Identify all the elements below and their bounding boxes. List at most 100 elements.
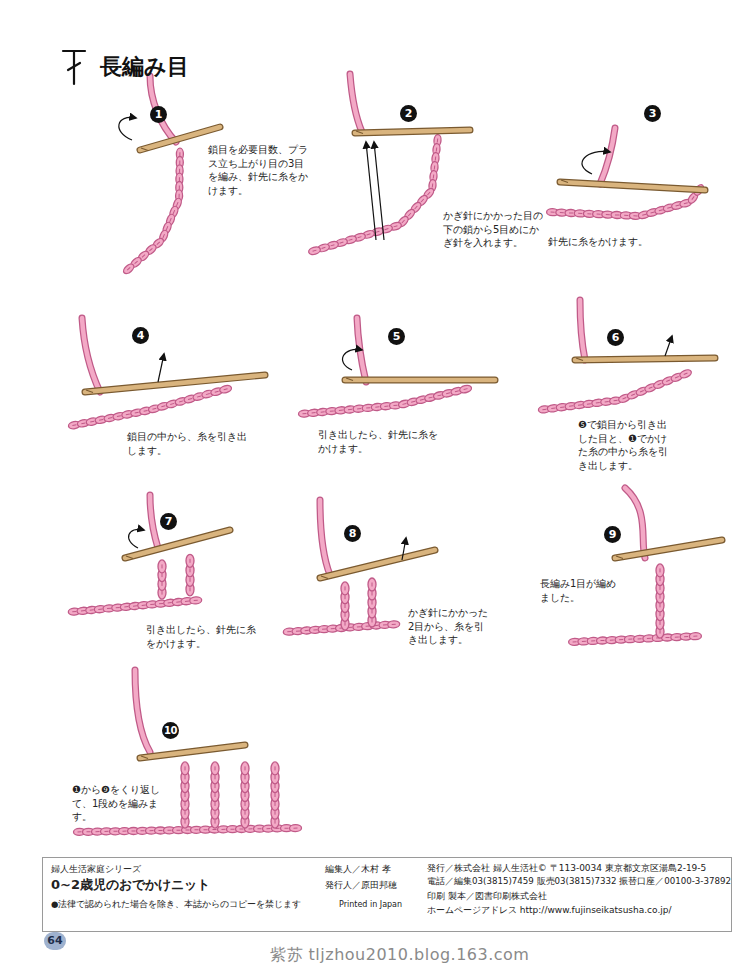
loop-hole bbox=[429, 397, 433, 399]
loop-hole bbox=[159, 603, 163, 604]
loop-hole bbox=[384, 406, 388, 407]
loop-hole bbox=[345, 622, 346, 626]
loop-hole bbox=[176, 601, 180, 602]
loop-hole bbox=[345, 586, 346, 590]
copyright-note: ●法律で認められた場合を除き、本誌からのコピーを禁じます bbox=[51, 899, 301, 911]
hook-throat bbox=[141, 756, 148, 759]
loop-hole bbox=[159, 830, 163, 831]
loop-hole bbox=[72, 424, 76, 426]
loop-hole bbox=[660, 630, 661, 634]
motion-arrow bbox=[402, 538, 406, 560]
loop-hole bbox=[638, 638, 642, 639]
loop-hole bbox=[651, 212, 655, 213]
chain-loop bbox=[368, 578, 376, 591]
chain-loop bbox=[387, 620, 399, 628]
loop-hole bbox=[166, 226, 168, 230]
loop-hole bbox=[435, 157, 436, 161]
loop-hole bbox=[99, 419, 103, 421]
loop-hole bbox=[215, 802, 216, 806]
loop-hole bbox=[578, 213, 582, 214]
loop-hole bbox=[385, 229, 389, 230]
loop-hole bbox=[437, 394, 441, 396]
loop-hole bbox=[614, 400, 618, 401]
phone-numbers: 電話／編集03(3815)7459 販売03(3815)7332 振替口座／00… bbox=[427, 876, 731, 888]
loop-hole bbox=[132, 830, 136, 831]
loop-hole bbox=[339, 410, 343, 411]
loop-hole bbox=[162, 573, 163, 577]
watermark: 紫苏 tljzhou2010.blog.163.com bbox=[270, 945, 529, 966]
loop-hole bbox=[375, 406, 379, 407]
loop-hole bbox=[294, 828, 298, 829]
chain-loop bbox=[459, 384, 472, 394]
loop-hole bbox=[141, 830, 145, 831]
publisher-credit: 発行人／原田邦穂 bbox=[325, 879, 397, 892]
callout-number: 2 bbox=[400, 105, 417, 122]
loop-hole bbox=[345, 613, 346, 617]
step-caption: 長編み1目が編めました。 bbox=[540, 577, 625, 604]
chain-loop bbox=[679, 368, 693, 379]
hook-outline bbox=[355, 130, 470, 133]
loop-hole bbox=[231, 829, 235, 830]
loop-hole bbox=[222, 829, 226, 830]
loop-hole bbox=[610, 640, 614, 641]
loop-hole bbox=[660, 621, 661, 625]
loop-hole bbox=[179, 161, 180, 165]
hook-throat bbox=[126, 556, 133, 559]
motion-arrow bbox=[582, 151, 610, 174]
loop-hole bbox=[660, 586, 661, 590]
stitch-symbol bbox=[63, 51, 85, 84]
loop-hole bbox=[372, 583, 373, 587]
loop-hole bbox=[133, 605, 137, 606]
loop-hole bbox=[684, 373, 688, 374]
loop-hole bbox=[684, 636, 688, 637]
loop-hole bbox=[421, 199, 424, 202]
loop-hole bbox=[179, 169, 180, 173]
loop-hole bbox=[287, 631, 291, 632]
hook-outline bbox=[125, 530, 230, 558]
loop-hole bbox=[358, 237, 362, 238]
loop-hole bbox=[596, 402, 600, 403]
loop-hole bbox=[206, 394, 210, 395]
publisher-address: 発行／株式会社 婦人生活社© 〒113-0034 東京都文京区湯島2-19-5 bbox=[427, 862, 706, 875]
step-drawing bbox=[538, 300, 715, 414]
loop-hole bbox=[81, 610, 85, 611]
loop-hole bbox=[177, 202, 179, 206]
crochet-hook bbox=[615, 540, 722, 558]
loop-hole bbox=[647, 638, 651, 639]
loop-hole bbox=[157, 242, 160, 245]
callout-number: 5 bbox=[388, 328, 405, 345]
crochet-hook bbox=[320, 550, 435, 578]
loop-hole bbox=[204, 829, 208, 830]
loop-hole bbox=[215, 784, 216, 788]
loop-hole bbox=[434, 166, 435, 170]
loop-hole bbox=[606, 214, 610, 215]
loop-hole bbox=[213, 829, 217, 830]
diagram-title: 長編み目 bbox=[100, 52, 189, 82]
loop-hole bbox=[168, 830, 172, 831]
loop-hole bbox=[163, 234, 165, 238]
step-drawing bbox=[119, 76, 220, 275]
step-caption: ❺で鎖目から引き出した目と、❶でかけた糸の中から糸を引き出します。 bbox=[578, 418, 668, 472]
loop-hole bbox=[185, 820, 186, 824]
loop-hole bbox=[415, 206, 418, 209]
loop-hole bbox=[215, 820, 216, 824]
loop-hole bbox=[640, 391, 644, 392]
loop-hole bbox=[81, 422, 85, 424]
motion-arrow bbox=[374, 142, 384, 240]
loop-hole bbox=[177, 830, 181, 831]
yarn-strand bbox=[625, 488, 645, 558]
crochet-hook bbox=[85, 375, 265, 392]
chain-loop bbox=[271, 762, 279, 775]
series-name: 婦人生活家庭シリーズ bbox=[51, 863, 141, 876]
loop-hole bbox=[587, 403, 591, 404]
loop-hole bbox=[168, 602, 172, 603]
loop-hole bbox=[597, 214, 601, 215]
loop-hole bbox=[357, 408, 361, 409]
loop-hole bbox=[185, 811, 186, 815]
loop-hole bbox=[660, 595, 661, 599]
loop-hole bbox=[322, 247, 326, 248]
motion-arrow bbox=[343, 349, 362, 370]
loop-hole bbox=[667, 207, 671, 208]
loop-hole bbox=[224, 389, 228, 390]
loop-hole bbox=[185, 802, 186, 806]
